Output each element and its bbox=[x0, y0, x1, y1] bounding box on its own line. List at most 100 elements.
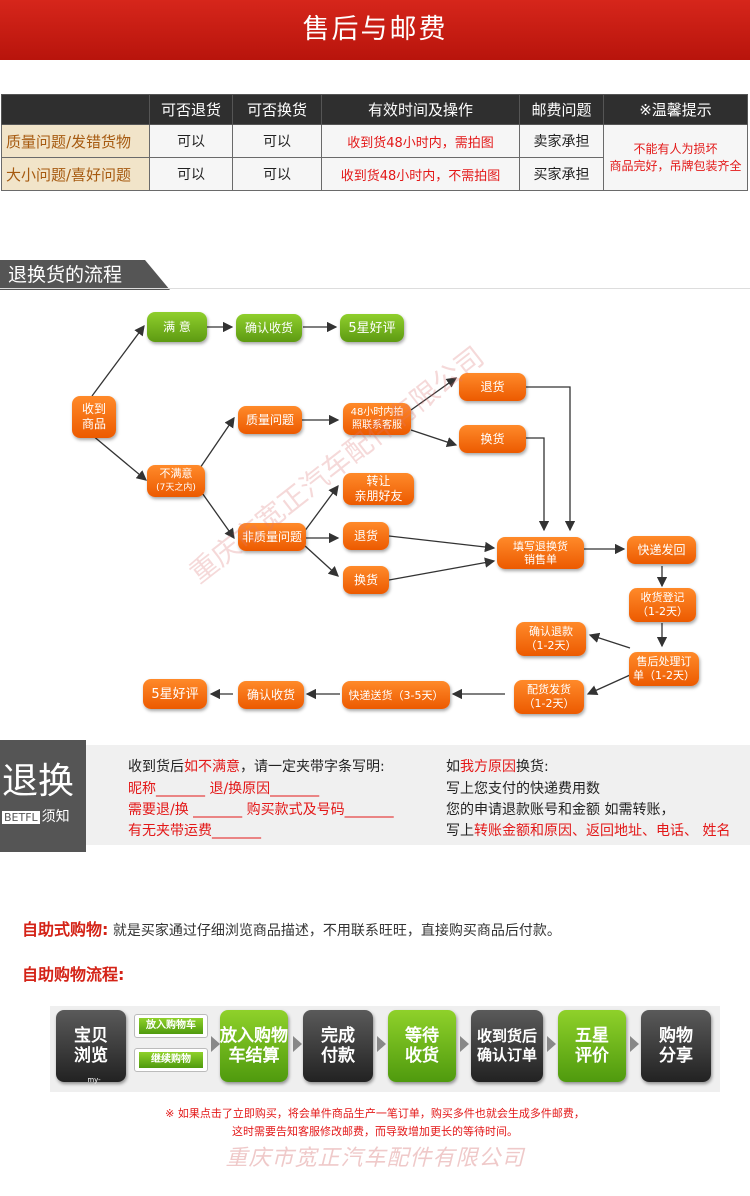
continue-shopping-button[interactable]: 继续购物 bbox=[134, 1048, 208, 1072]
process-title: 自助购物流程: bbox=[22, 965, 125, 984]
divider bbox=[0, 288, 750, 289]
node-label: 确认退款 bbox=[529, 625, 573, 638]
note-text: 如 bbox=[446, 759, 460, 775]
chevron-right-icon bbox=[377, 1036, 386, 1052]
node-fill-form: 填写退换货销售单 bbox=[497, 537, 584, 569]
table-cell: 收到货48小时内，需拍图 bbox=[321, 124, 520, 158]
step-label: 确认订单 bbox=[476, 1046, 537, 1064]
self-service-desc: 自助式购物: 就是买家通过仔细浏览商品描述，不用联系旺旺，直接购买商品后付款。 bbox=[22, 916, 561, 940]
step-label: 分享 bbox=[659, 1046, 693, 1066]
node-satisfied: 满 意 bbox=[147, 312, 207, 342]
node-confirm-receipt-2: 确认收货 bbox=[238, 681, 304, 709]
node-label: 换货 bbox=[480, 431, 505, 446]
flow-arrows bbox=[91, 321, 668, 700]
arrow bbox=[303, 484, 339, 533]
table-header-cell: 邮费问题 bbox=[519, 94, 604, 125]
tip-line: 不能有人为损坏 bbox=[633, 141, 718, 156]
step-label: 收货 bbox=[405, 1046, 439, 1066]
pill-label: 继续购物 bbox=[139, 1052, 203, 1068]
table-cell: 可以 bbox=[232, 157, 322, 191]
step-url: my-lukoutaobao.com bbox=[63, 1076, 125, 1104]
node-five-star-2: 5星好评 bbox=[143, 679, 207, 709]
arrow bbox=[199, 416, 235, 469]
note-text: ，请一定夹带字条写明: bbox=[240, 759, 385, 775]
arrow bbox=[388, 535, 496, 553]
arrow bbox=[526, 437, 550, 532]
note-text: 收到货后 bbox=[128, 759, 184, 775]
node-label: 单（1-2天） bbox=[633, 669, 695, 682]
step-confirm-order: 收到货后确认订单 bbox=[471, 1010, 543, 1082]
table-row: 大小问题/喜好问题 可以 可以 收到货48小时内，不需拍图 买家承担 bbox=[1, 157, 748, 191]
node-courier: 快递送货（3-5天） bbox=[342, 681, 450, 709]
row-label: 大小问题/喜好问题 bbox=[1, 157, 150, 191]
chevron-right-icon bbox=[460, 1036, 469, 1052]
step-rate: 五星评价 bbox=[558, 1010, 626, 1082]
node-label: 快递发回 bbox=[637, 542, 686, 557]
step-share: 购物分享 bbox=[641, 1010, 711, 1082]
node-label: 转让 bbox=[366, 474, 391, 488]
note-highlight: 转账金额和原因、返回地址、电话、 姓名 bbox=[474, 823, 731, 839]
chevron-right-icon bbox=[293, 1036, 302, 1052]
row-label: 质量问题/发错货物 bbox=[1, 124, 150, 158]
node-label: 商品 bbox=[81, 417, 106, 431]
node-return: 退货 bbox=[459, 373, 526, 401]
add-cart-button[interactable]: 放入购物车 bbox=[134, 1014, 208, 1038]
node-label: 退货 bbox=[353, 528, 378, 543]
node-label: 48小时内拍 bbox=[350, 407, 404, 418]
arrow bbox=[91, 434, 147, 481]
node-label: 销售单 bbox=[524, 553, 557, 566]
step-checkout: 放入购物车结算 bbox=[220, 1010, 288, 1082]
tag-title: 退换 bbox=[2, 761, 75, 802]
step-label: 放入购物 bbox=[220, 1026, 288, 1046]
tag-english: BETFL bbox=[2, 811, 40, 824]
node-label: （1-2天） bbox=[525, 639, 577, 652]
node-confirm-refund: 确认退款（1-2天） bbox=[516, 622, 586, 656]
step-label: 车结算 bbox=[228, 1046, 280, 1066]
chevron-right-icon bbox=[630, 1036, 639, 1052]
node-transfer: 转让亲朋好友 bbox=[343, 473, 414, 505]
policy-table: 可否退货 可否换货 有效时间及操作 邮费问题 ※温馨提示 质量问题/发错货物 可… bbox=[1, 94, 748, 191]
step-label: 付款 bbox=[321, 1046, 355, 1066]
node-label: 填写退换货 bbox=[513, 540, 568, 553]
node-exchange: 换货 bbox=[459, 425, 526, 453]
self-service-label: 自助式购物: bbox=[22, 920, 109, 939]
note-line: 有无夹带运费_______ bbox=[128, 823, 261, 839]
table-row: 质量问题/发错货物 可以 可以 收到货48小时内，需拍图 卖家承担 不能有人为损… bbox=[1, 124, 748, 191]
node-photo-contact: 48小时内拍照联系客服 bbox=[343, 403, 411, 435]
note-text: 写上 bbox=[446, 823, 474, 839]
node-quality-issue: 质量问题 bbox=[238, 406, 302, 434]
node-aftersale: 售后处理订单（1-2天） bbox=[629, 652, 699, 686]
header-banner: 售后与邮费 bbox=[0, 0, 750, 60]
node-label: 5星好评 bbox=[348, 320, 396, 336]
footnote-line: ※ 如果点击了立即购买，将会单件商品生产一笔订单，购买多件也就会生成多件邮费， bbox=[165, 1107, 585, 1120]
table-cell: 可以 bbox=[149, 124, 233, 158]
step-label: 五星 bbox=[575, 1026, 609, 1046]
tip-cell: 不能有人为损坏 商品完好，吊牌包装齐全 bbox=[603, 124, 748, 191]
note-line: 写上转账金额和原因、返回地址、电话、 姓名 bbox=[446, 820, 730, 840]
arrow bbox=[303, 544, 339, 577]
note-line: 写上您支付的快递费用数 bbox=[446, 781, 600, 797]
node-label: 满 意 bbox=[163, 319, 191, 334]
arrow bbox=[588, 632, 631, 649]
node-label: 退货 bbox=[480, 379, 505, 394]
chevron-right-icon bbox=[547, 1036, 556, 1052]
node-label: 质量问题 bbox=[245, 412, 294, 427]
table-cell: 收到货48小时内，不需拍图 bbox=[321, 157, 520, 191]
node-label: 照联系客服 bbox=[351, 420, 402, 431]
table-header-cell bbox=[1, 94, 150, 125]
step-label: 宝贝 bbox=[74, 1026, 108, 1046]
table-cell: 可以 bbox=[149, 157, 233, 191]
section-title: 退换货的流程 bbox=[0, 260, 170, 290]
node-unsatisfied: 不满意(7天之内) bbox=[147, 465, 205, 497]
pill-label: 放入购物车 bbox=[139, 1018, 203, 1034]
node-label: 确认收货 bbox=[244, 320, 293, 335]
page-title: 售后与邮费 bbox=[302, 14, 448, 45]
arrow bbox=[91, 324, 145, 397]
notes-panel bbox=[0, 745, 750, 845]
node-label: 非质量问题 bbox=[241, 529, 302, 544]
